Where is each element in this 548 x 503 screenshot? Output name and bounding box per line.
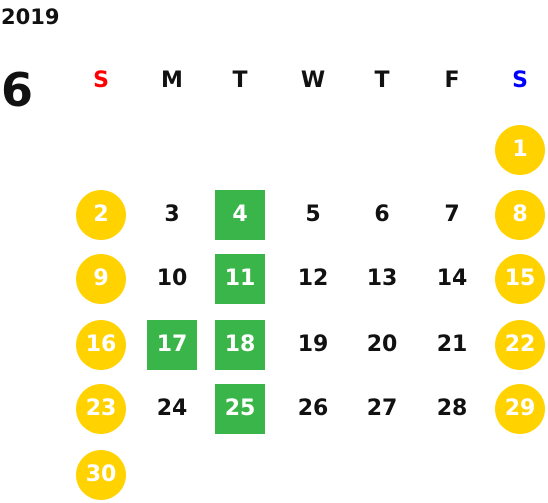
weekday-label: F: [444, 68, 460, 93]
weekday-label: M: [161, 68, 183, 93]
day-cell[interactable]: 12: [297, 266, 329, 291]
day-cell[interactable]: 3: [164, 202, 180, 227]
day-cell-weekend[interactable]: 2: [76, 190, 126, 240]
day-cell[interactable]: 10: [156, 266, 188, 291]
day-cell-weekend[interactable]: 15: [495, 254, 545, 304]
day-cell[interactable]: 28: [436, 396, 468, 421]
day-cell[interactable]: 27: [366, 396, 398, 421]
day-cell-highlighted[interactable]: 25: [215, 384, 265, 434]
weekday-label: T: [232, 68, 248, 93]
day-cell[interactable]: 20: [366, 332, 398, 357]
day-cell[interactable]: 7: [444, 202, 460, 227]
day-cell-weekend[interactable]: 23: [76, 384, 126, 434]
weekday-label: S: [93, 68, 109, 93]
weekday-label: W: [300, 68, 326, 93]
day-cell-weekend[interactable]: 8: [495, 190, 545, 240]
day-cell[interactable]: 26: [297, 396, 329, 421]
day-cell-weekend[interactable]: 22: [495, 320, 545, 370]
day-cell[interactable]: 24: [156, 396, 188, 421]
day-cell[interactable]: 19: [297, 332, 329, 357]
day-cell[interactable]: 14: [436, 266, 468, 291]
day-cell[interactable]: 6: [374, 202, 390, 227]
weekday-label: T: [374, 68, 390, 93]
day-cell-highlighted[interactable]: 18: [215, 320, 265, 370]
month-label: 6: [1, 63, 34, 117]
day-cell-highlighted[interactable]: 17: [147, 320, 197, 370]
day-cell-highlighted[interactable]: 4: [215, 190, 265, 240]
day-cell[interactable]: 21: [436, 332, 468, 357]
day-cell-weekend[interactable]: 9: [76, 254, 126, 304]
day-cell[interactable]: 5: [305, 202, 321, 227]
weekday-label: S: [512, 68, 528, 93]
year-label: 2019: [1, 5, 60, 29]
day-cell-weekend[interactable]: 1: [495, 125, 545, 175]
day-cell-weekend[interactable]: 16: [76, 320, 126, 370]
day-cell-weekend[interactable]: 30: [76, 450, 126, 500]
day-cell-highlighted[interactable]: 11: [215, 254, 265, 304]
day-cell[interactable]: 13: [366, 266, 398, 291]
day-cell-weekend[interactable]: 29: [495, 384, 545, 434]
